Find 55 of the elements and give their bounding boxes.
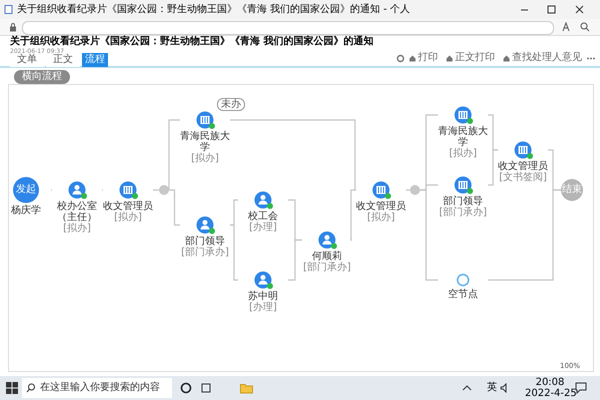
flow-step xyxy=(498,141,548,183)
step-name: 青海民族大学 xyxy=(438,126,488,148)
flow-step xyxy=(438,106,488,159)
connector-line xyxy=(350,189,356,241)
connector-line xyxy=(420,189,438,281)
flow-step xyxy=(356,181,406,223)
step-name: 收文管理员 xyxy=(103,201,153,212)
flow-step xyxy=(302,231,352,273)
step-name: 校办公室（主任） xyxy=(56,201,98,223)
step-role: [部门承办] xyxy=(303,262,351,273)
step-name: 何顺莉 xyxy=(312,251,342,262)
connector-line xyxy=(488,149,498,186)
connector-line xyxy=(230,119,356,191)
connector-line xyxy=(230,224,238,281)
step-role: [办理] xyxy=(249,222,277,233)
step-name: 青海民族大学 xyxy=(180,131,230,153)
step-name: 苏中明 xyxy=(248,291,278,302)
step-role: [拟办] xyxy=(63,223,91,234)
step-name: 收文管理员 xyxy=(356,201,406,212)
step-role: [拟办] xyxy=(367,212,395,223)
view-button: 横向流程 xyxy=(14,70,70,84)
step-role: [文书签阅] xyxy=(499,172,547,183)
step-name: 收文管理员 xyxy=(498,161,548,172)
clock-date: 2022-4-25 xyxy=(525,388,575,399)
tab: 流程 xyxy=(82,53,108,67)
step-role: [办理] xyxy=(249,302,277,313)
connector-line xyxy=(169,189,180,226)
step-name: 空节点 xyxy=(448,289,478,300)
connector-line xyxy=(168,119,180,191)
page-heading: 关于组织收看纪录片《国家公园：野生动物王国》《青海 我们的国家公园》的通知 xyxy=(10,36,374,48)
status-tag: 未办 xyxy=(217,98,245,111)
search-placeholder: 在这里输入你要搜索的内容 xyxy=(40,382,160,394)
flow-step xyxy=(180,216,230,258)
flow-step xyxy=(438,176,488,218)
step-role: [部门承办] xyxy=(439,207,487,218)
step-role: [拟办] xyxy=(449,148,477,159)
print-text-button: 正文打印 xyxy=(446,52,495,64)
step-name: 部门领导 xyxy=(443,196,483,207)
step-role: [拟办] xyxy=(114,212,142,223)
step-name: 校工会 xyxy=(248,211,278,222)
step-name: 部门领导 xyxy=(185,236,225,247)
input-method-indicator: 英 xyxy=(487,382,497,394)
step-role: [拟办] xyxy=(191,153,219,164)
clock-time: 20:08 xyxy=(534,377,566,388)
connector-line xyxy=(288,239,302,281)
step-name: 杨庆学 xyxy=(11,205,41,216)
tab: 正文 xyxy=(46,53,80,67)
window-title: 关于组织收看纪录片《国家公园：野生动物王国》《青海 我们的国家公园》的通知 - 个人 xyxy=(17,4,410,16)
flow-step xyxy=(103,181,153,223)
connector-line xyxy=(488,189,561,281)
tab: 文单 xyxy=(10,53,44,67)
flow-step xyxy=(180,111,230,164)
print-button: 打印 xyxy=(409,52,438,64)
step-role: [部门承办] xyxy=(181,247,229,258)
find-opinion-button: 查找处理人意见 xyxy=(503,52,582,64)
